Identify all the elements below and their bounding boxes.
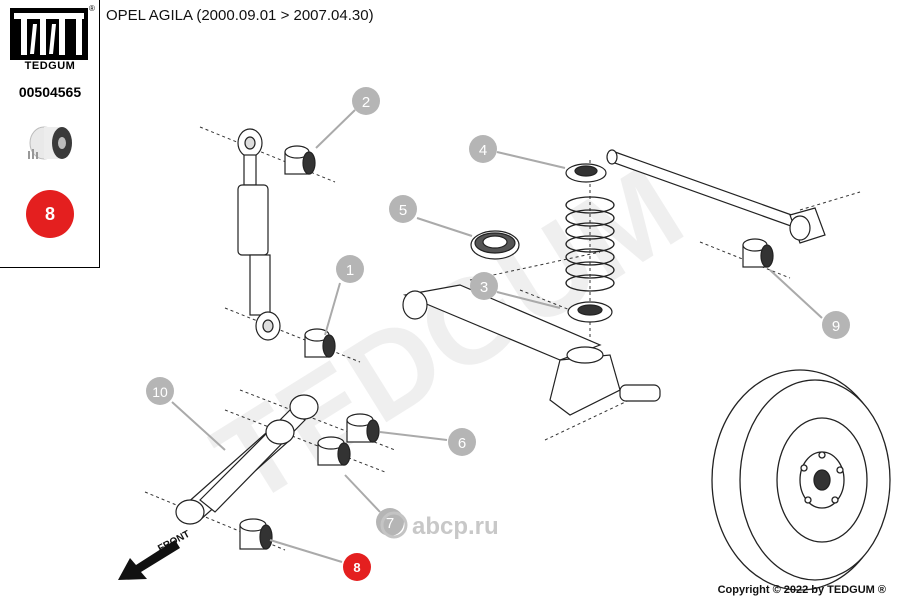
bushing-9 bbox=[742, 238, 774, 268]
trailing-arm bbox=[175, 394, 319, 525]
bushing-1 bbox=[304, 328, 336, 358]
svg-text:1: 1 bbox=[346, 262, 354, 279]
callout-3: 3 bbox=[470, 272, 498, 300]
callout-9: 9 bbox=[822, 311, 850, 339]
bushings bbox=[239, 145, 774, 550]
front-direction-arrow: FRONT bbox=[118, 529, 192, 580]
brand-name: TEDGUM bbox=[24, 60, 76, 72]
callout-8: 8 bbox=[343, 553, 371, 581]
svg-text:9: 9 bbox=[832, 318, 840, 335]
svg-text:10: 10 bbox=[152, 384, 168, 400]
abcp-watermark: abcp.ru bbox=[380, 511, 499, 540]
rear-axle-beam bbox=[402, 284, 661, 416]
svg-text:3: 3 bbox=[480, 279, 488, 296]
copyright-notice: Copyright © 2022 by TEDGUM ® bbox=[717, 584, 886, 596]
callout-6: 6 bbox=[448, 428, 476, 456]
lower-spring-seat bbox=[567, 301, 613, 323]
svg-text:6: 6 bbox=[458, 435, 466, 452]
bushing-8 bbox=[239, 518, 273, 550]
svg-text:7: 7 bbox=[386, 515, 394, 532]
coil-spring bbox=[565, 196, 615, 292]
bushing-2 bbox=[284, 145, 316, 175]
shock-absorber bbox=[237, 128, 281, 341]
callout-5: 5 bbox=[389, 195, 417, 223]
vehicle-title: OPEL AGILA (2000.09.01 > 2007.04.30) bbox=[106, 7, 374, 24]
svg-text:8: 8 bbox=[353, 560, 360, 575]
strut-bearing bbox=[470, 230, 520, 260]
highlighted-callout-badge: 8 bbox=[26, 190, 74, 238]
bushing-7 bbox=[317, 436, 351, 466]
bushing-6 bbox=[346, 413, 380, 443]
svg-text:4: 4 bbox=[479, 142, 487, 159]
svg-text:5: 5 bbox=[399, 202, 407, 219]
panhard-rod bbox=[606, 149, 826, 244]
part-info-panel: ® TEDGUM 00504565 8 bbox=[0, 0, 100, 268]
tedgum-logo bbox=[10, 8, 88, 60]
callout-4: 4 bbox=[469, 135, 497, 163]
bushing-thumbnail-icon bbox=[28, 126, 72, 160]
abcp-watermark-text: abcp.ru bbox=[412, 513, 499, 540]
callout-10: 10 bbox=[146, 377, 174, 405]
callout-2: 2 bbox=[352, 87, 380, 115]
wheel bbox=[711, 369, 891, 591]
registered-mark: ® bbox=[89, 4, 95, 13]
upper-spring-seat bbox=[565, 163, 607, 183]
svg-text:2: 2 bbox=[362, 94, 370, 111]
part-number: 00504565 bbox=[18, 84, 82, 100]
callout-leaders bbox=[171, 109, 823, 563]
callout-1: 1 bbox=[336, 255, 364, 283]
